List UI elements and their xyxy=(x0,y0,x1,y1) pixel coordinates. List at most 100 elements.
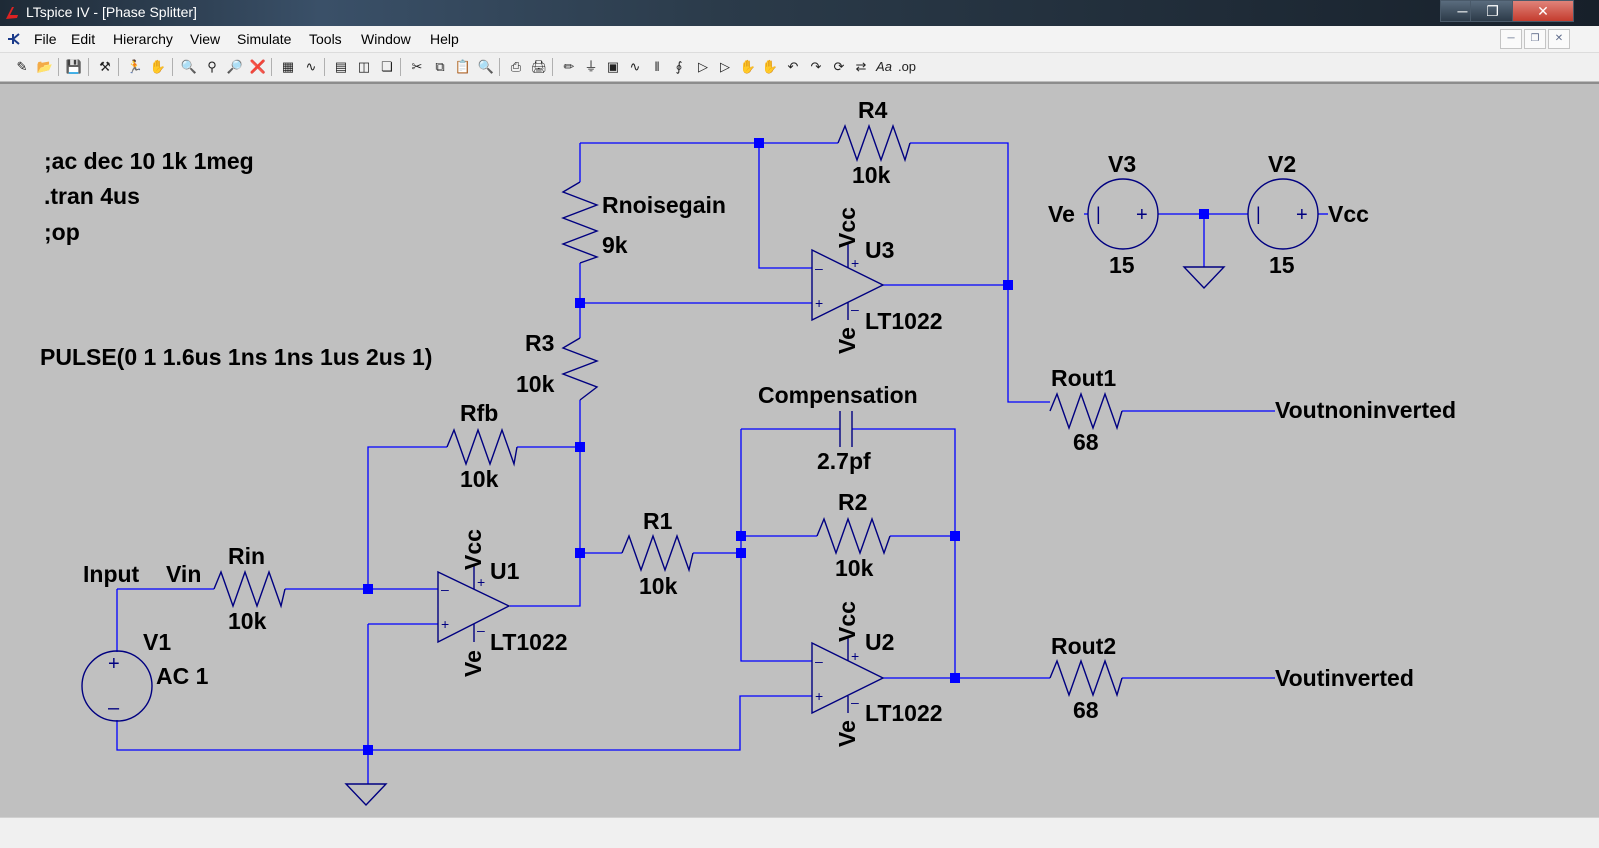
mirror-icon[interactable]: ⇄ xyxy=(855,59,867,74)
inductor-icon[interactable]: ∮ xyxy=(675,59,683,74)
cascade-icon[interactable]: ❏ xyxy=(381,59,393,74)
v3-value[interactable]: 15 xyxy=(1109,252,1135,278)
resistor-rout2[interactable] xyxy=(1049,658,1123,698)
text-icon[interactable]: Aa xyxy=(876,59,892,74)
rin-name[interactable]: Rin xyxy=(228,543,265,569)
u3-vcc-label[interactable]: Vcc xyxy=(834,207,860,248)
resistor-r2[interactable] xyxy=(816,516,891,556)
v1-name[interactable]: V1 xyxy=(143,629,171,655)
menu-window[interactable]: Window xyxy=(361,31,411,47)
close-button[interactable]: ✕ xyxy=(1512,0,1574,22)
open-icon[interactable]: 📂 xyxy=(36,59,54,74)
menu-view[interactable]: View xyxy=(190,31,221,47)
resistor-r1[interactable] xyxy=(621,533,694,573)
maximize-button[interactable]: ❐ xyxy=(1470,0,1515,22)
print-setup-icon[interactable]: ⎙ xyxy=(510,59,522,74)
net-label-voutinverted[interactable]: Voutinverted xyxy=(1275,665,1414,691)
menu-hierarchy[interactable]: Hierarchy xyxy=(113,31,173,47)
menu-file[interactable]: File xyxy=(34,31,57,47)
v2-name[interactable]: V2 xyxy=(1268,151,1296,177)
net-label-ve[interactable]: Ve xyxy=(1048,201,1075,227)
junction-dot[interactable] xyxy=(1003,280,1013,290)
junction-dot[interactable] xyxy=(950,673,960,683)
label-icon[interactable]: ▣ xyxy=(606,59,620,74)
rnoisegain-value[interactable]: 9k xyxy=(602,232,628,258)
opamp-u2[interactable] xyxy=(811,637,885,715)
directive-op[interactable]: ;op xyxy=(44,219,80,245)
u1-vcc-label[interactable]: Vcc xyxy=(460,529,486,570)
junction-dot[interactable] xyxy=(736,548,746,558)
r2-value[interactable]: 10k xyxy=(835,555,874,581)
zoom-in-icon[interactable]: 🔍 xyxy=(180,59,198,74)
u2-name[interactable]: U2 xyxy=(865,629,894,655)
menu-edit[interactable]: Edit xyxy=(71,31,96,47)
v1-value[interactable]: AC 1 xyxy=(156,663,209,689)
resistor-r3[interactable] xyxy=(561,337,599,401)
directive-ac[interactable]: ;ac dec 10 1k 1meg xyxy=(44,148,254,174)
resistor-rin[interactable] xyxy=(213,569,286,609)
u2-model[interactable]: LT1022 xyxy=(865,700,943,726)
ground-icon[interactable]: ⏚ xyxy=(584,59,598,74)
junction-dot[interactable] xyxy=(575,298,585,308)
move-icon[interactable]: ✋ xyxy=(739,59,757,74)
u2-ve-label[interactable]: Ve xyxy=(834,720,860,747)
u2-vcc-label[interactable]: Vcc xyxy=(834,601,860,642)
zoom-cancel-icon[interactable]: ❌ xyxy=(249,59,267,74)
autorange-icon[interactable]: ▦ xyxy=(281,59,295,74)
rfb-value[interactable]: 10k xyxy=(460,466,499,492)
diode-icon[interactable]: ▷ xyxy=(698,59,708,74)
compensation-value[interactable]: 2.7pf xyxy=(817,448,871,474)
voltage-source-v3[interactable] xyxy=(1087,178,1159,250)
r3-value[interactable]: 10k xyxy=(516,371,555,397)
tile-vertical-icon[interactable]: ◫ xyxy=(357,59,371,74)
r3-name[interactable]: R3 xyxy=(525,330,554,356)
redo-icon[interactable]: ↷ xyxy=(810,59,822,74)
run-icon[interactable]: 🏃 xyxy=(126,59,144,74)
resistor-r4[interactable] xyxy=(837,123,911,163)
junction-dot[interactable] xyxy=(575,548,585,558)
drag-icon[interactable]: ✋ xyxy=(761,59,779,74)
u3-name[interactable]: U3 xyxy=(865,237,894,263)
rfb-name[interactable]: Rfb xyxy=(460,400,498,426)
rin-value[interactable]: 10k xyxy=(228,608,267,634)
opamp-u1[interactable] xyxy=(437,564,511,644)
spice-directive-icon[interactable]: .op xyxy=(897,59,917,74)
junction-dot[interactable] xyxy=(950,531,960,541)
r4-name[interactable]: R4 xyxy=(858,97,888,123)
undo-icon[interactable]: ↶ xyxy=(787,59,799,74)
junction-dot[interactable] xyxy=(575,442,585,452)
r1-value[interactable]: 10k xyxy=(639,573,678,599)
schematic-canvas[interactable]: – + + – – + + – – + + – + – | + | + ;ac … xyxy=(0,82,1599,817)
resistor-rnoisegain[interactable] xyxy=(561,181,600,264)
paste-icon[interactable]: 📋 xyxy=(454,59,472,74)
rout2-name[interactable]: Rout2 xyxy=(1051,633,1116,659)
net-label-input[interactable]: Input xyxy=(83,561,140,587)
cut-icon[interactable]: ✂ xyxy=(411,59,423,74)
menu-simulate[interactable]: Simulate xyxy=(237,31,292,47)
net-label-voutnoninverted[interactable]: Voutnoninverted xyxy=(1275,397,1456,423)
voltage-source-v2[interactable] xyxy=(1247,178,1319,250)
resistor-icon[interactable]: ∿ xyxy=(629,59,641,74)
pan-icon[interactable]: ⚲ xyxy=(207,59,217,74)
r1-name[interactable]: R1 xyxy=(643,508,673,534)
u3-ve-label[interactable]: Ve xyxy=(834,327,860,354)
resistor-rout1[interactable] xyxy=(1049,391,1123,431)
junction-dot[interactable] xyxy=(363,584,373,594)
mdi-minimize-button[interactable]: ─ xyxy=(1500,29,1522,49)
mdi-close-button[interactable]: ✕ xyxy=(1548,29,1570,49)
u1-name[interactable]: U1 xyxy=(490,558,520,584)
u1-model[interactable]: LT1022 xyxy=(490,629,568,655)
wire-icon[interactable]: ✏ xyxy=(563,59,575,74)
menu-help[interactable]: Help xyxy=(430,31,459,47)
opamp-u3[interactable] xyxy=(811,244,885,322)
r4-value[interactable]: 10k xyxy=(852,162,891,188)
capacitor-icon[interactable]: ‖ xyxy=(654,59,660,74)
rout1-name[interactable]: Rout1 xyxy=(1051,365,1116,391)
rnoisegain-name[interactable]: Rnoisegain xyxy=(602,192,726,218)
junction-dot[interactable] xyxy=(754,138,764,148)
capacitor-compensation[interactable] xyxy=(839,411,853,447)
zoom-out-icon[interactable]: 🔎 xyxy=(226,59,244,74)
pulse-source-value[interactable]: PULSE(0 1 1.6us 1ns 1ns 1us 2us 1) xyxy=(40,344,432,370)
new-schematic-icon[interactable]: ✎ xyxy=(16,59,28,74)
copy-icon[interactable]: ⧉ xyxy=(435,59,445,74)
